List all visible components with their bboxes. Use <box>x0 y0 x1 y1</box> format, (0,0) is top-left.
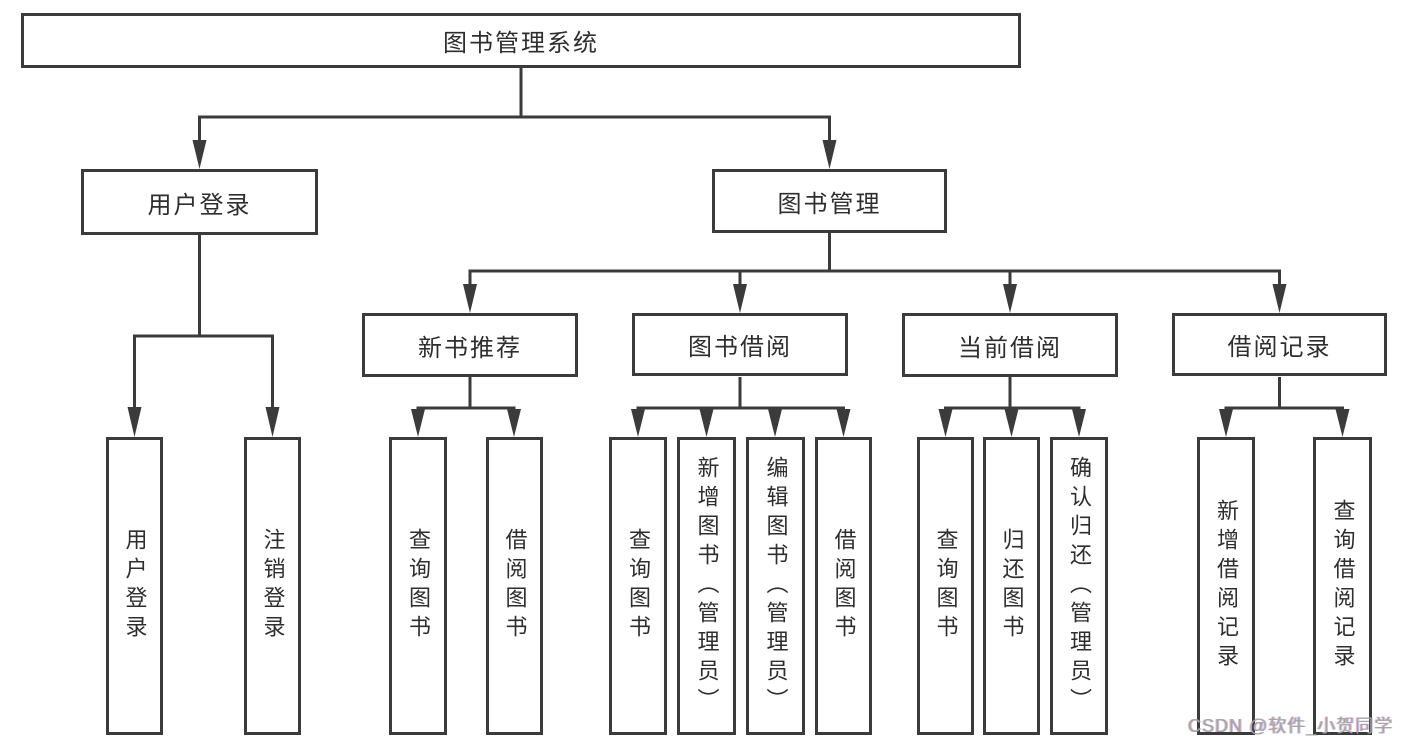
node-label: 归还图书 <box>999 528 1025 644</box>
leaf-edit-book-admin: 编辑图书（管理员） <box>746 437 805 735</box>
node-label: 注销登录 <box>260 528 286 644</box>
node-label: 查询借阅记录 <box>1330 499 1356 673</box>
leaf-return-books: 归还图书 <box>983 437 1040 735</box>
node-label: 当前借阅 <box>958 334 1062 362</box>
node-label: 确认归还（管理员） <box>1067 455 1092 717</box>
node-label: 编辑图书（管理员） <box>763 455 789 717</box>
leaf-logout: 注销登录 <box>244 437 301 735</box>
leaf-borrow-books: 借阅图书 <box>486 437 543 735</box>
node-label: 查询图书 <box>406 528 431 644</box>
node-label: 图书借阅 <box>688 334 792 361</box>
node-new-book-recommend: 新书推荐 <box>362 313 578 377</box>
node-label: 用户登录 <box>147 191 252 219</box>
node-label: 查询图书 <box>933 528 959 644</box>
node-borrow-records: 借阅记录 <box>1172 313 1387 376</box>
leaf-query-books: 查询图书 <box>609 437 667 735</box>
leaf-query-books: 查询图书 <box>917 437 974 735</box>
node-label: 借阅图书 <box>831 528 857 644</box>
node-user-login-group: 用户登录 <box>81 169 318 235</box>
leaf-user-login: 用户登录 <box>106 437 163 735</box>
node-label: 新增图书（管理员） <box>694 455 720 717</box>
leaf-query-books: 查询图书 <box>389 437 447 735</box>
node-label: 用户登录 <box>122 528 148 644</box>
node-label: 图书管理 <box>777 190 882 218</box>
node-label: 新书推荐 <box>418 334 522 362</box>
node-label: 借阅记录 <box>1227 334 1332 361</box>
node-book-management: 图书管理 <box>712 169 947 233</box>
node-label: 查询图书 <box>626 528 651 644</box>
node-current-borrow: 当前借阅 <box>902 313 1118 377</box>
leaf-borrow-books: 借阅图书 <box>815 437 872 735</box>
node-root-system: 图书管理系统 <box>21 13 1021 68</box>
leaf-add-borrow-record: 新增借阅记录 <box>1197 437 1255 735</box>
node-label: 借阅图书 <box>502 528 528 644</box>
leaf-query-borrow-record: 查询借阅记录 <box>1313 437 1372 735</box>
node-label: 新增借阅记录 <box>1214 499 1239 673</box>
node-book-borrow: 图书借阅 <box>632 313 848 376</box>
node-label: 图书管理系统 <box>443 30 599 57</box>
leaf-confirm-return-admin: 确认归还（管理员） <box>1050 437 1108 735</box>
csdn-watermark: CSDN @软件_小贺同学 <box>1188 716 1394 736</box>
leaf-add-book-admin: 新增图书（管理员） <box>677 437 736 735</box>
